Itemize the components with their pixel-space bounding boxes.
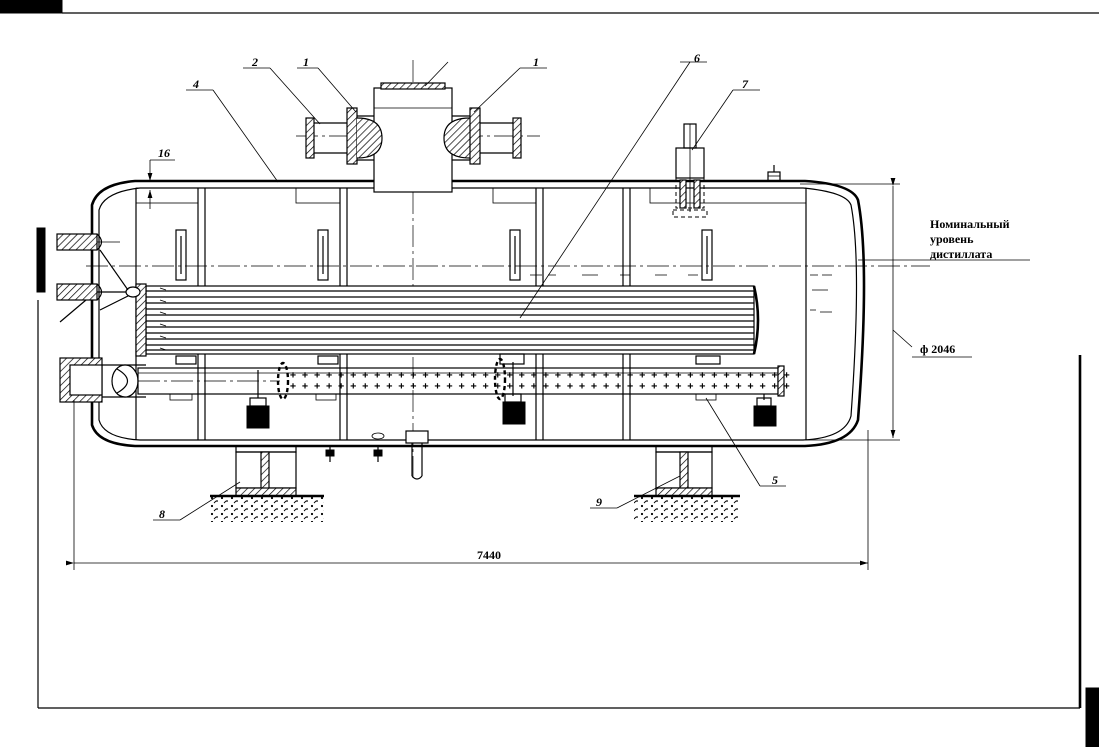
svg-text:+ + + + + + + + + + + + + + +: + + + + + + + + + + + + + + + + + + + + …: [290, 381, 790, 392]
svg-text:+ + + + + + + + + + + + + + +: + + + + + + + + + + + + + + + + + + + + …: [290, 370, 790, 381]
note-line-3: дистиллата: [930, 247, 992, 261]
distribution-pipe: [137, 365, 785, 397]
callout-16: 16: [158, 146, 170, 160]
callout-9: 9: [596, 495, 602, 509]
dimension-lines: [66, 159, 972, 570]
expansion-joints: [276, 357, 507, 401]
callout-6: 6: [694, 51, 700, 65]
callout-1-left: 1: [303, 55, 309, 69]
note-line-2: уровень: [930, 232, 974, 246]
callout-5: 5: [772, 473, 778, 487]
safety-valve: [672, 123, 708, 218]
callout-1-right: 1: [533, 55, 539, 69]
callout-4: 4: [192, 77, 199, 91]
callout-8: 8: [159, 507, 165, 521]
callout-2: 2: [251, 55, 258, 69]
bottom-nozzles: [325, 430, 429, 480]
support-left: [210, 445, 324, 522]
support-right: [634, 445, 740, 522]
steam-nozzle-left: [305, 107, 383, 165]
note-line-1: Номинальный: [930, 217, 1010, 231]
callout-7: 7: [742, 77, 749, 91]
nominal-level-note: Номинальный уровень дистиллата: [930, 217, 1010, 261]
vent-fitting: [767, 165, 781, 182]
length-dimension: 7440: [477, 548, 501, 562]
diameter-dimension: ф 2046: [920, 342, 955, 356]
perforation-marks: + + + + + + + + + + + + + + + + + + + + …: [290, 370, 790, 392]
left-end-connections: [56, 233, 146, 403]
leader-lines: [153, 61, 786, 521]
pipe-hangers: [169, 362, 777, 429]
steam-nozzle-right: [443, 107, 522, 165]
steam-dome: [373, 82, 453, 193]
tube-bundle: [135, 283, 760, 365]
